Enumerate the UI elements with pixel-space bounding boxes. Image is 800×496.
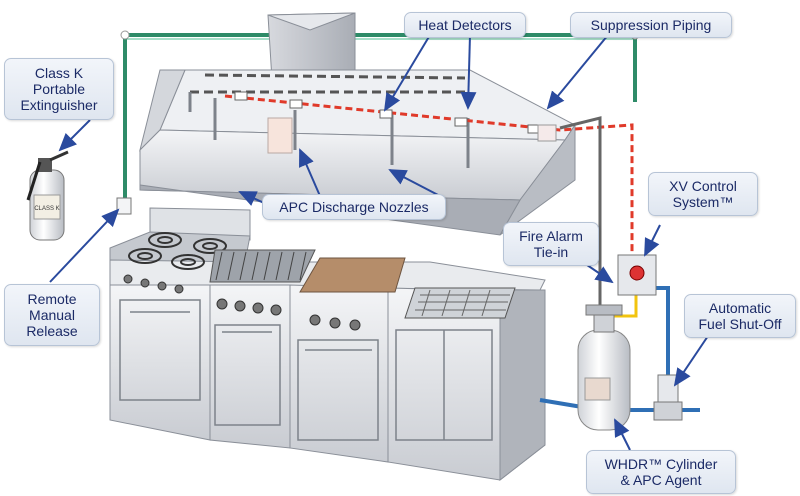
- fryer: [404, 287, 516, 319]
- apc-discharge-nozzles-label: APC Discharge Nozzles: [262, 194, 446, 220]
- extinguisher-label: CLASS K: [34, 206, 59, 212]
- automatic-fuel-shutoff-label: Automatic Fuel Shut-Off: [684, 294, 796, 338]
- suppression-piping-label: Suppression Piping: [570, 12, 732, 38]
- burners: [128, 232, 227, 270]
- supply-pipe: [559, 116, 602, 310]
- fire-alarm-tie-in-label: Fire Alarm Tie-in: [503, 222, 599, 266]
- griddle-plate: [299, 257, 406, 293]
- xv-control-system-label: XV Control System™: [648, 172, 758, 216]
- cooking-line: [109, 207, 546, 482]
- charbroiler: [209, 249, 316, 283]
- nozzle-drops: [188, 92, 470, 168]
- fuel-shutoff-valve: [653, 374, 683, 421]
- whdr-cylinder: [577, 304, 631, 431]
- alarm-wire: [612, 292, 638, 318]
- exhaust-duct: [267, 12, 356, 81]
- class-k-extinguisher: [26, 150, 69, 241]
- detector-housing: [537, 124, 557, 142]
- heat-detectors-label: Heat Detectors: [404, 12, 526, 38]
- remote-release-box: [116, 197, 132, 215]
- remote-manual-release-label: Remote Manual Release: [4, 284, 100, 346]
- suppression-piping: [123, 33, 637, 205]
- control-knobs: [123, 274, 361, 331]
- pipe-elbow: [120, 30, 130, 40]
- class-k-extinguisher-label: Class K Portable Extinguisher: [4, 58, 114, 120]
- oven-doors: [119, 299, 493, 441]
- whdr-cylinder-label: WHDR™ Cylinder & APC Agent: [586, 450, 736, 494]
- hood-filter-panel: [267, 117, 293, 154]
- heat-detector-icons: [234, 91, 541, 134]
- xv-control-box: [617, 254, 657, 296]
